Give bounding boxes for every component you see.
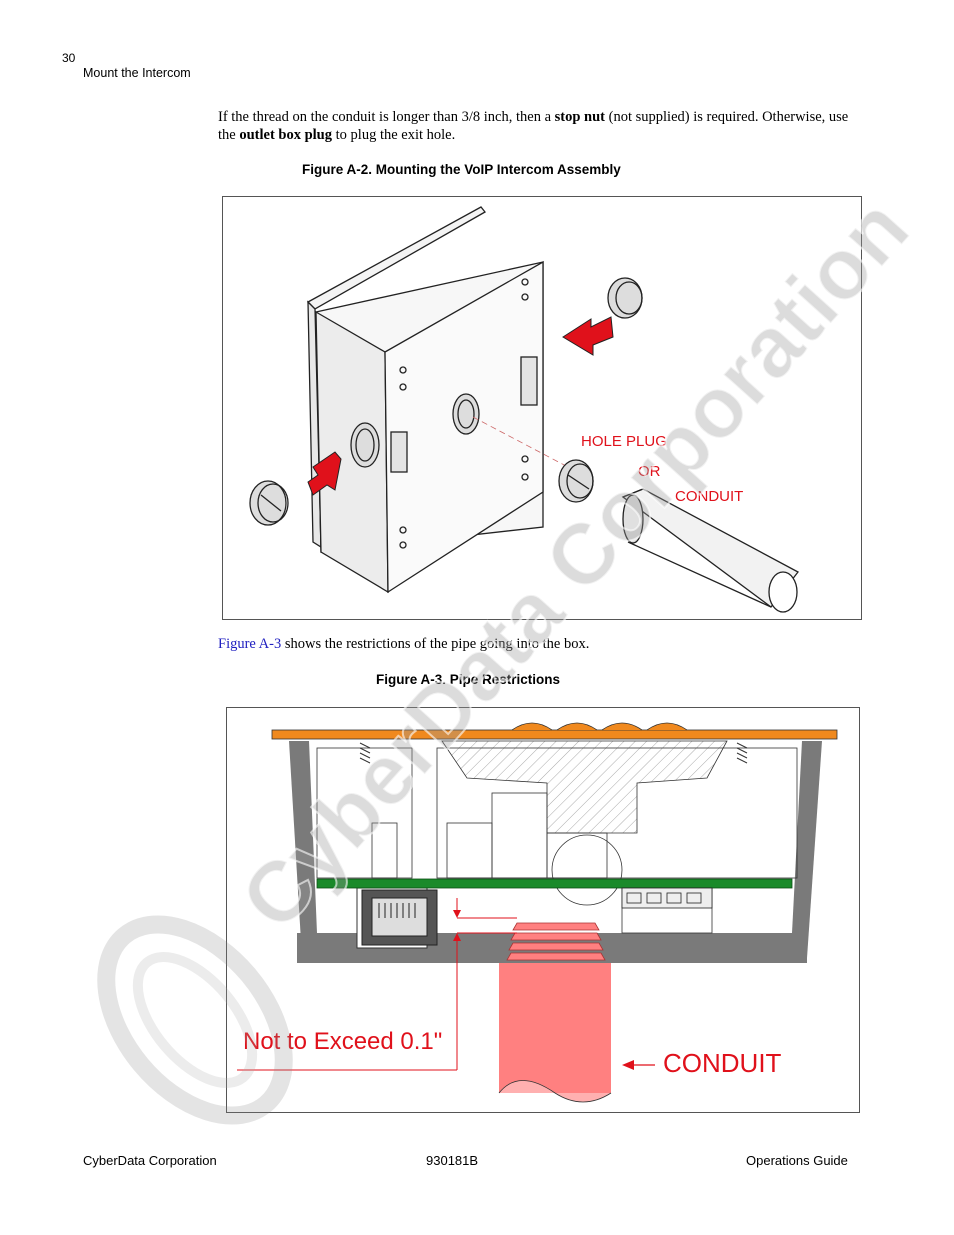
pipe-restrictions-drawing: [237, 722, 838, 1103]
bold-stop-nut: stop nut: [554, 109, 606, 125]
label-conduit-pipe: CONDUIT: [663, 1048, 782, 1078]
paragraph-pipe-restrictions: Figure A-3 shows the restrictions of the…: [218, 635, 589, 653]
label-or: OR: [638, 463, 661, 480]
figure-a2-mounting-diagram: HOLE PLUG OR CONDUIT: [222, 196, 862, 620]
figure-a2-caption: Figure A-2. Mounting the VoIP Intercom A…: [302, 162, 621, 177]
figure-a3-caption: Figure A-3. Pipe Restrictions: [376, 672, 561, 687]
paragraph-text: (not supplied) is required. Otherwise, u…: [218, 109, 849, 143]
footer-doc-number: 930181B: [426, 1153, 479, 1168]
intercom-assembly-drawing: [249, 206, 799, 613]
label-not-to-exceed: Not to Exceed 0.1": [243, 1028, 443, 1055]
paragraph-conduit-thread: If the thread on the conduit is longer t…: [218, 108, 858, 144]
footer-guide-title: Operations Guide: [746, 1153, 848, 1168]
label-hole-plug: HOLE PLUG: [581, 433, 667, 450]
figure-a3-pipe-diagram: Not to Exceed 0.1" CONDUIT: [226, 707, 860, 1113]
figure-a3-link[interactable]: Figure A-3: [218, 636, 282, 652]
bold-outlet-box-plug: outlet box plug: [239, 127, 333, 143]
label-conduit: CONDUIT: [675, 488, 744, 505]
page-number: 30: [62, 51, 76, 65]
footer-company: CyberData Corporation: [83, 1153, 217, 1168]
section-title: Mount the Intercom: [83, 66, 191, 80]
paragraph-text: to plug the exit hole.: [332, 127, 456, 143]
paragraph-text: shows the restrictions of the pipe going…: [281, 636, 590, 652]
paragraph-text: If the thread on the conduit is longer t…: [218, 109, 555, 125]
